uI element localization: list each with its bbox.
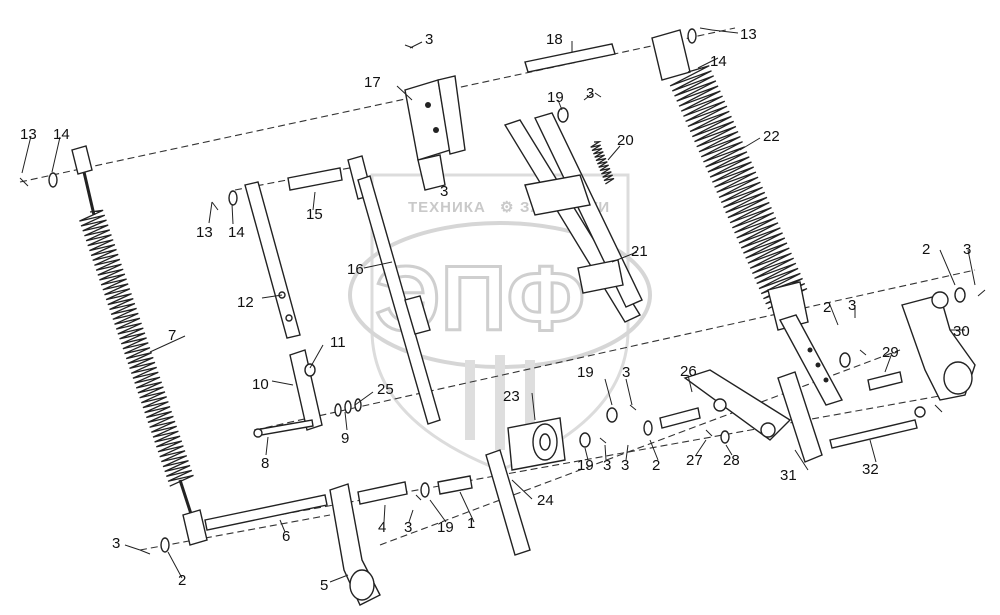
label-28: 28 [723, 452, 740, 469]
part-29-pin [867, 371, 903, 391]
label-3: 3 [603, 457, 611, 474]
part-18-upper-shaft [524, 43, 616, 73]
label-15: 15 [306, 206, 323, 223]
label-10: 10 [252, 376, 269, 393]
part-15-tube [287, 167, 343, 191]
label-5: 5 [320, 577, 328, 594]
watermark: ТЕХНИКА ⚙ ЗАПЧАСТИ ЭПФ [348, 173, 652, 472]
label-18: 18 [546, 31, 563, 48]
label-3: 3 [425, 31, 433, 48]
label-27: 27 [686, 452, 703, 469]
label-4: 4 [378, 519, 386, 536]
part-16-long-rod [347, 155, 441, 425]
label-13: 13 [740, 26, 757, 43]
label-13: 13 [196, 224, 213, 241]
label-30: 30 [953, 323, 970, 340]
label-17: 17 [364, 74, 381, 91]
label-6: 6 [282, 528, 290, 545]
label-32: 32 [862, 461, 879, 478]
label-1: 1 [467, 515, 475, 532]
part-24-lower-arm [485, 449, 531, 556]
label-9: 9 [341, 430, 349, 447]
label-3: 3 [404, 519, 412, 536]
part-17-bracket [404, 75, 466, 191]
part-20-small-spring [590, 141, 615, 185]
label-8: 8 [261, 455, 269, 472]
part-32-bolt [829, 406, 926, 449]
label-29: 29 [882, 344, 899, 361]
label-31: 31 [780, 467, 797, 484]
label-19: 19 [577, 364, 594, 381]
label-25: 25 [377, 381, 394, 398]
label-20: 20 [617, 132, 634, 149]
watermark-text-left: ТЕХНИКА [408, 199, 486, 216]
label-14: 14 [228, 224, 245, 241]
part-23-hub [507, 417, 566, 471]
label-14: 14 [53, 126, 70, 143]
label-3: 3 [621, 457, 629, 474]
callout-labels: 1 2 2 2 2 3 3 3 3 3 3 3 3 3 3 4 5 6 7 8 … [20, 26, 971, 594]
small-hardware [19, 27, 986, 555]
label-3: 3 [586, 85, 594, 102]
label-24: 24 [537, 492, 554, 509]
part-8-pin [253, 419, 314, 438]
label-13: 13 [20, 126, 37, 143]
label-14: 14 [710, 53, 727, 70]
part-5-plate [329, 483, 381, 606]
part-right-bar [778, 314, 844, 406]
part-7-left-spring [71, 145, 208, 546]
part-10-lever [289, 349, 323, 431]
gear-icon: ⚙ [500, 199, 514, 216]
label-16: 16 [347, 261, 364, 278]
label-23: 23 [503, 388, 520, 405]
part-1-tube [437, 475, 473, 495]
label-3: 3 [112, 535, 120, 552]
label-2: 2 [922, 241, 930, 258]
label-21: 21 [631, 243, 648, 260]
label-19: 19 [437, 519, 454, 536]
label-7: 7 [168, 327, 176, 344]
label-2: 2 [652, 457, 660, 474]
label-12: 12 [237, 294, 254, 311]
label-22: 22 [763, 128, 780, 145]
part-12-link-rod [244, 181, 301, 339]
label-19: 19 [547, 89, 564, 106]
label-11: 11 [330, 334, 346, 351]
part-4-tube [357, 481, 408, 505]
label-3: 3 [848, 297, 856, 314]
label-2: 2 [178, 572, 186, 589]
part-31-arm [777, 371, 823, 463]
part-6-lower-shaft [204, 494, 328, 531]
part-26-pin [659, 407, 701, 429]
label-2: 2 [823, 299, 831, 316]
part-28-link-plate [683, 369, 792, 441]
label-3: 3 [440, 183, 448, 200]
part-22-right-spring [651, 29, 809, 331]
leader-lines [21, 29, 976, 583]
label-19: 19 [577, 457, 594, 474]
part-30-cam-plate [901, 291, 976, 401]
part-21-lever-plate [503, 112, 643, 323]
label-3: 3 [622, 364, 630, 381]
label-26: 26 [680, 363, 697, 380]
label-3: 3 [963, 241, 971, 258]
